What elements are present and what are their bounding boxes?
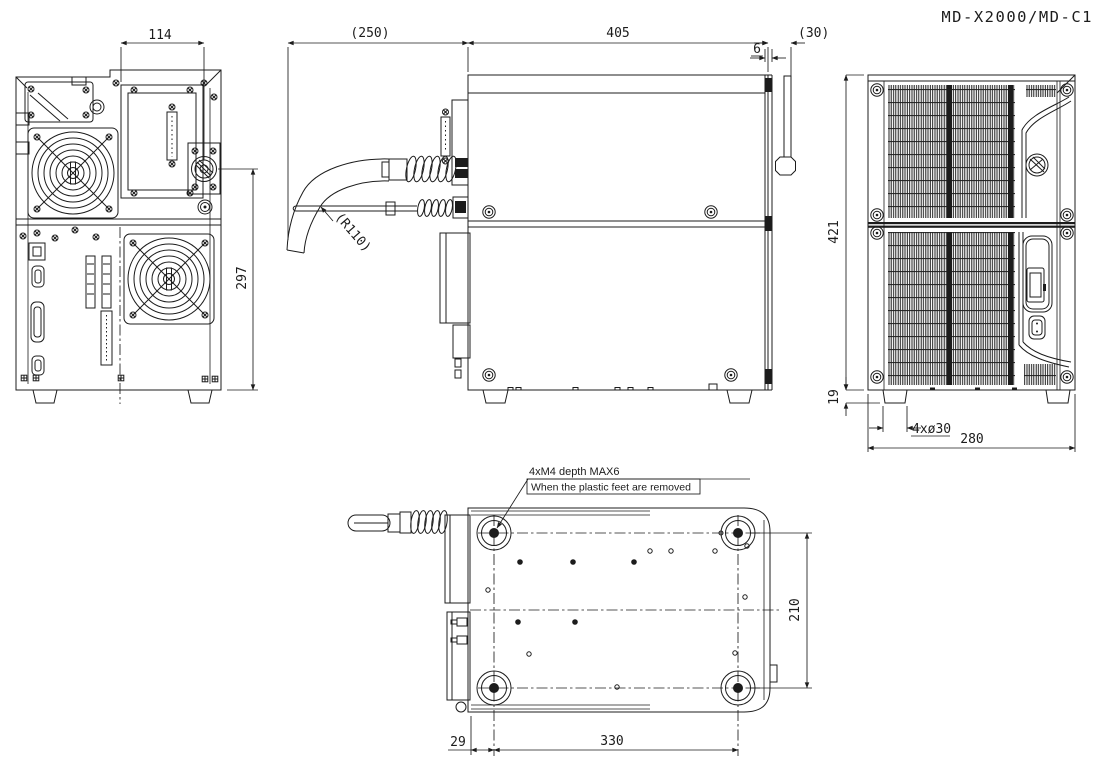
dimension-body-height: 421 (827, 74, 864, 391)
rear-terminal-strips (19, 226, 113, 366)
dim-label-405: 405 (606, 26, 629, 41)
front-view: 421 19 4xø30 280 (827, 74, 1076, 452)
dim-label-250: (250) (350, 26, 389, 41)
rear-din-connector (166, 103, 178, 168)
side-lever (775, 75, 796, 176)
dim-label-r110: (R110) (332, 210, 374, 255)
side-feet (482, 383, 753, 404)
rear-bracket-plate (15, 76, 105, 155)
drawing-title: MD-X2000/MD-C1 (941, 8, 1093, 26)
note-line1: 4xM4 depth MAX6 (529, 466, 620, 478)
dim-label-280: 280 (960, 432, 983, 447)
front-vent-bars-upper (947, 85, 1013, 218)
dim-label-6: 6 (753, 42, 761, 57)
bottom-centerlines (470, 515, 782, 756)
front-dsub (1028, 315, 1046, 340)
dim-label-330: 330 (600, 734, 623, 749)
rear-mount-marks (20, 374, 219, 383)
dimension-foot-spacing-length: 330 (493, 734, 739, 753)
dim-label-114: 114 (148, 28, 172, 43)
side-cable-thin (292, 196, 469, 219)
dim-label-297: 297 (235, 266, 250, 289)
front-cover-curve-upper (1021, 85, 1072, 218)
bottom-feet (476, 515, 756, 706)
rear-outline (15, 69, 222, 404)
side-front-panel (764, 74, 773, 391)
dim-label-29: 29 (450, 735, 466, 750)
dim-label-421: 421 (827, 220, 842, 243)
label-cable-radius: (R110) (320, 206, 374, 255)
side-outline (467, 74, 766, 391)
dimension-feet-size: 4xø30 (869, 406, 951, 437)
front-outline (867, 74, 1076, 391)
rear-ethernet-port (28, 242, 46, 261)
rear-fan-lower (124, 234, 214, 324)
front-io-panel (1022, 235, 1053, 340)
dimension-foot-offset: 29 (448, 716, 495, 755)
dimension-rear-width: 114 (120, 28, 205, 160)
side-bottom-ticks (507, 387, 654, 391)
dim-label-19: 19 (827, 389, 842, 405)
note-line2: When the plastic feet are removed (531, 482, 691, 494)
bottom-holes (485, 530, 750, 690)
rear-dsub-9-upper (31, 265, 45, 288)
rear-fan-upper (28, 128, 118, 218)
front-vent-bars-lower (947, 232, 1013, 385)
dimension-front-protrusion: (30) (754, 26, 829, 80)
rear-connector-panel (112, 79, 218, 199)
side-cable-thick (286, 155, 457, 254)
dimension-foot-spacing-width: 210 (748, 532, 812, 689)
rear-dsub-25 (30, 301, 45, 343)
front-knob (1025, 153, 1049, 177)
dimension-rear-height: 297 (218, 168, 258, 391)
front-feet (882, 387, 1071, 404)
rear-aux-connector (197, 199, 213, 215)
rear-dsub-9-lower (31, 355, 45, 376)
dim-label-feet: 4xø30 (912, 422, 951, 437)
rear-feet (32, 389, 213, 404)
bottom-left-blocks (444, 514, 471, 713)
bottom-note: 4xM4 depth MAX6 When the plastic feet ar… (496, 466, 750, 529)
dimension-body-depth: 405 (467, 26, 769, 72)
front-cover-curve-lower (1018, 232, 1072, 385)
dimension-front-gap: 6 (750, 42, 786, 62)
side-screws (482, 205, 738, 382)
bottom-cable (347, 510, 448, 534)
dimension-body-width: 280 (867, 394, 1076, 452)
dim-label-30: (30) (798, 26, 829, 41)
side-view: (R110) (250) 405 (286, 26, 829, 404)
dimension-cable-clearance: (250) (287, 26, 469, 240)
rear-view: 114 297 (15, 28, 258, 404)
bottom-view: 4xM4 depth MAX6 When the plastic feet ar… (347, 466, 812, 756)
dimension-foot-height: 19 (827, 377, 880, 416)
dim-label-210: 210 (788, 598, 803, 621)
side-connector-stack (439, 99, 471, 379)
